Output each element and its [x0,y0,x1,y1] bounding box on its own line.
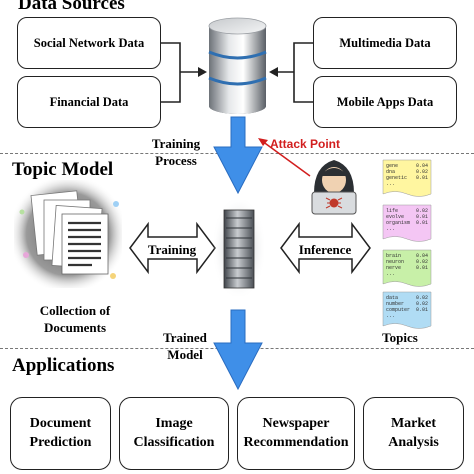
topic-word-weight: 0.01 [416,214,428,220]
source-box-financial: Financial Data [17,76,161,128]
label-collection-line2: Documents [43,319,107,335]
topic-word-weight: 0.02 [416,301,428,307]
label-training-process-line2: Process [155,152,197,168]
app-box-line1: Newspaper [262,415,330,431]
topic-card: gene 0.04 dna 0.02 genetic 0.01... [382,159,432,197]
topic-card: data 0.02 number 0.02 computer 0.01... [382,291,432,329]
app-box-market-analysis: Market Analysis [363,397,464,470]
section-title-topic-model: Topic Model [12,159,114,180]
topic-card: brain 0.04 neuron 0.02 nerve 0.01... [382,249,432,287]
topic-word-weight: 0.01 [416,307,428,313]
topic-ellipsis: ... [386,181,395,187]
hacker-icon [311,160,357,215]
label-trained-model-line2: Model [167,346,203,362]
app-box-line2: Recommendation [243,434,349,450]
topic-word-weight: 0.02 [416,208,428,214]
topic-ellipsis: ... [386,226,395,232]
label-trained-model-line1: Trained [163,330,207,345]
topic-word-weight: 0.01 [416,175,428,181]
label-inference: Inference [298,242,352,257]
app-box-document-prediction: Document Prediction [10,397,111,470]
training-process-arrow-icon [213,116,263,195]
label-training-process-line1: Training [151,136,201,151]
section-title-data-sources: Data Sources [18,0,125,14]
topic-word: dna [386,169,395,175]
topic-card-background [382,249,432,287]
app-box-line2: Analysis [388,434,439,450]
topic-card: life 0.02 evolve 0.01 organism 0.01... [382,204,432,242]
topic-word: data [386,295,398,301]
topic-word-weight: 0.02 [416,169,428,175]
topic-word: gene [386,163,398,169]
source-box-multimedia: Multimedia Data [313,17,457,69]
label-training: Training [147,242,197,257]
document-stack-icon [14,180,122,288]
label-attack-point: Attack Point [270,137,341,151]
topic-word: organism [386,220,410,226]
app-box-line2: Classification [133,434,215,450]
attack-arrowhead-icon [258,138,268,146]
section-title-applications: Applications [12,355,115,376]
inference-double-arrow-icon [280,221,371,275]
topic-word: life [386,208,398,214]
topic-word-weight: 0.02 [416,259,428,265]
app-box-line1: Document [29,415,92,431]
app-box-line1: Market [390,415,437,431]
attack-arrow-line [261,140,311,177]
topic-ellipsis: ... [386,313,395,319]
connector-right [293,42,313,103]
topic-word: neuron [386,259,404,265]
app-box-line2: Prediction [29,434,92,450]
server-rack-icon [214,200,264,296]
app-box-image-classification: Image Classification [119,397,229,470]
topic-card-background [382,291,432,329]
topic-card-background [382,159,432,197]
label-collection-of-documents: Collection of Documents [20,303,130,337]
topic-word: brain [386,253,401,259]
topic-word-weight: 0.01 [416,220,428,226]
app-box-line1: Image [155,415,193,431]
app-box-newspaper-recommendation: Newspaper Recommendation [237,397,355,470]
label-training-process: Training Process [146,136,206,170]
source-box-social-network: Social Network Data [17,17,161,69]
database-cylinder-icon [208,17,267,114]
connector-left [161,42,181,103]
topic-ellipsis: ... [386,271,395,277]
label-collection-line1: Collection of [39,303,111,318]
trained-model-arrow-icon [213,309,263,391]
topic-word: genetic [386,175,407,181]
topic-word-weight: 0.04 [416,163,428,169]
topic-cards: gene 0.04 dna 0.02 genetic 0.01... life 0.02 evo… [382,159,432,329]
topic-word: computer [386,307,410,313]
topic-card-background [382,204,432,242]
arrowhead-left-icon [198,67,207,77]
topic-word-weight: 0.02 [416,295,428,301]
topic-word: evolve [386,214,404,220]
source-box-mobile-apps: Mobile Apps Data [313,76,457,128]
label-trained-model: Trained Model [150,330,220,364]
topic-word-weight: 0.01 [416,265,428,271]
topic-word-weight: 0.04 [416,253,428,259]
arrowhead-right-icon [269,67,278,77]
source-connectors [161,42,313,103]
topic-word: nerve [386,265,401,271]
label-topics: Topics [382,330,418,345]
topic-word: number [386,301,404,307]
